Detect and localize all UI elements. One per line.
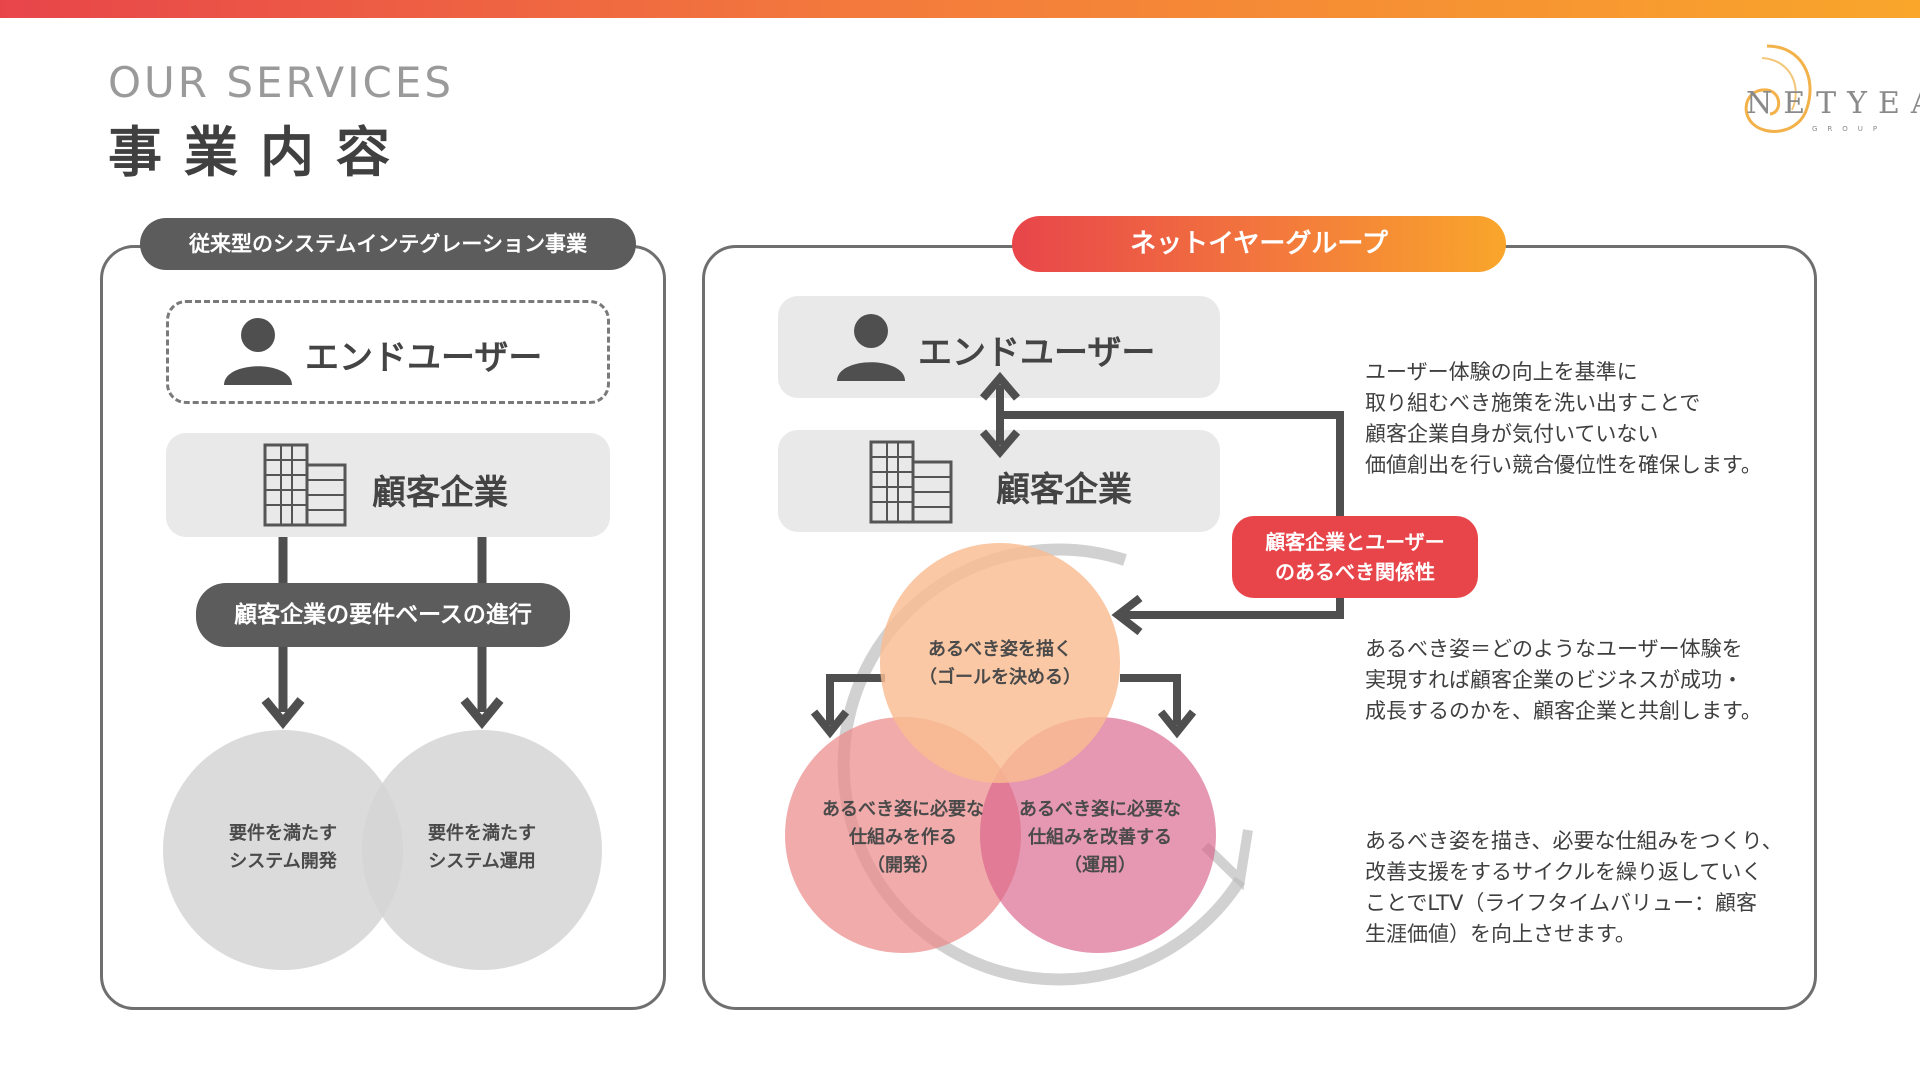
requirements-process-pill: 顧客企業の要件ベースの進行 <box>196 583 570 647</box>
improve-system-circle-label: あるべき姿に必要な 仕組みを改善する （運用） <box>1019 799 1181 876</box>
description-ideal-state: あるべき姿＝どのようなユーザー体験を 実現すれば顧客企業のビジネスが成功・ 成長… <box>1365 637 1762 723</box>
top-gradient-bar <box>0 0 1920 18</box>
section-kicker: OUR SERVICES <box>108 58 455 107</box>
logo-subtext: GROUP <box>1812 125 1888 133</box>
system-ops-circle-label: 要件を満たす システム運用 <box>428 823 536 872</box>
define-goal-circle-label: あるべき姿を描く （ゴールを決める） <box>919 639 1081 688</box>
description-ux: ユーザー体験の向上を基準に 取り組むべき施策を洗い出すことで 顧客企業自身が気付… <box>1365 360 1762 477</box>
logo-wordmark: NETYEAR <box>1746 86 1920 121</box>
left-end-user-box <box>166 300 610 404</box>
left-end-user-label: エンドユーザー <box>305 338 543 378</box>
left-client-box <box>166 433 610 537</box>
ideal-relationship-pill: 顧客企業とユーザー のあるべき関係性 <box>1232 516 1478 598</box>
netyear-tag: ネットイヤーグループ <box>1012 216 1506 272</box>
left-client-label: 顧客企業 <box>372 473 508 513</box>
right-client-label: 顧客企業 <box>996 470 1132 510</box>
page-title: 事業内容 <box>108 121 412 184</box>
traditional-si-tag: 従来型のシステムインテグレーション事業 <box>140 218 636 270</box>
description-ltv-cycle: あるべき姿を描き、必要な仕組みをつくり、 改善支援をするサイクルを繰り返していく… <box>1365 829 1783 946</box>
netyear-logo-icon <box>1744 44 1812 133</box>
build-system-circle-label: あるべき姿に必要な 仕組みを作る （開発） <box>822 799 984 876</box>
system-dev-circle-label: 要件を満たす システム開発 <box>229 823 337 872</box>
right-end-user-label: エンドユーザー <box>918 333 1156 373</box>
